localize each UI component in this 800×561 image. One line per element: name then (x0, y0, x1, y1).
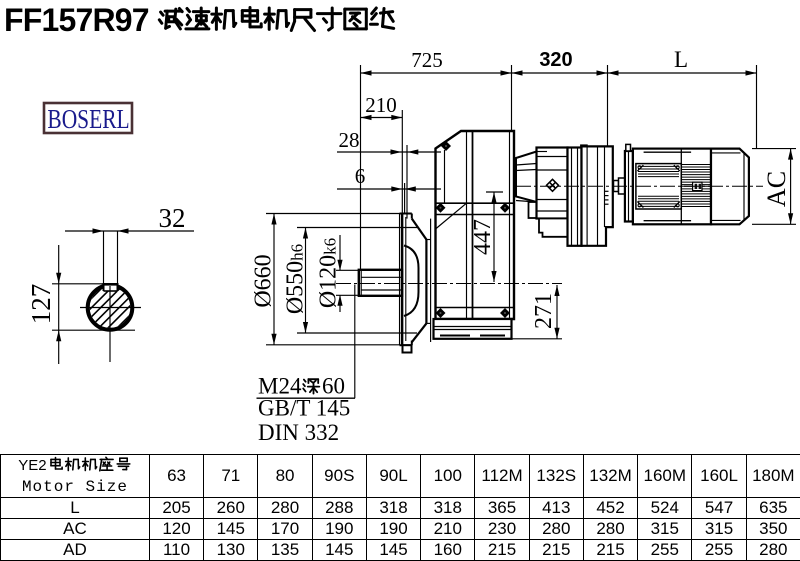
svg-text:6: 6 (355, 164, 366, 188)
svg-text:FF157R97: FF157R97 (4, 2, 149, 38)
svg-text:725: 725 (411, 48, 443, 72)
svg-text:Ø550h6: Ø550h6 (283, 244, 309, 314)
svg-text:Ø120k6: Ø120k6 (316, 238, 342, 308)
svg-text:28: 28 (339, 128, 360, 152)
svg-text:L: L (674, 47, 688, 72)
svg-text:32: 32 (159, 203, 186, 233)
svg-text:Ø660: Ø660 (251, 254, 277, 307)
svg-text:210: 210 (365, 93, 397, 117)
svg-text:DIN 332: DIN 332 (258, 420, 339, 445)
svg-text:M24: M24 (258, 374, 302, 399)
svg-text:GB/T 145: GB/T 145 (258, 396, 350, 421)
svg-text:320: 320 (539, 49, 572, 71)
svg-text:271: 271 (531, 293, 557, 329)
svg-text:60: 60 (322, 374, 345, 399)
svg-text:447: 447 (470, 219, 496, 255)
svg-text:AC: AC (762, 171, 791, 207)
svg-text:127: 127 (26, 284, 56, 325)
svg-text:BOSERL: BOSERL (47, 105, 129, 135)
